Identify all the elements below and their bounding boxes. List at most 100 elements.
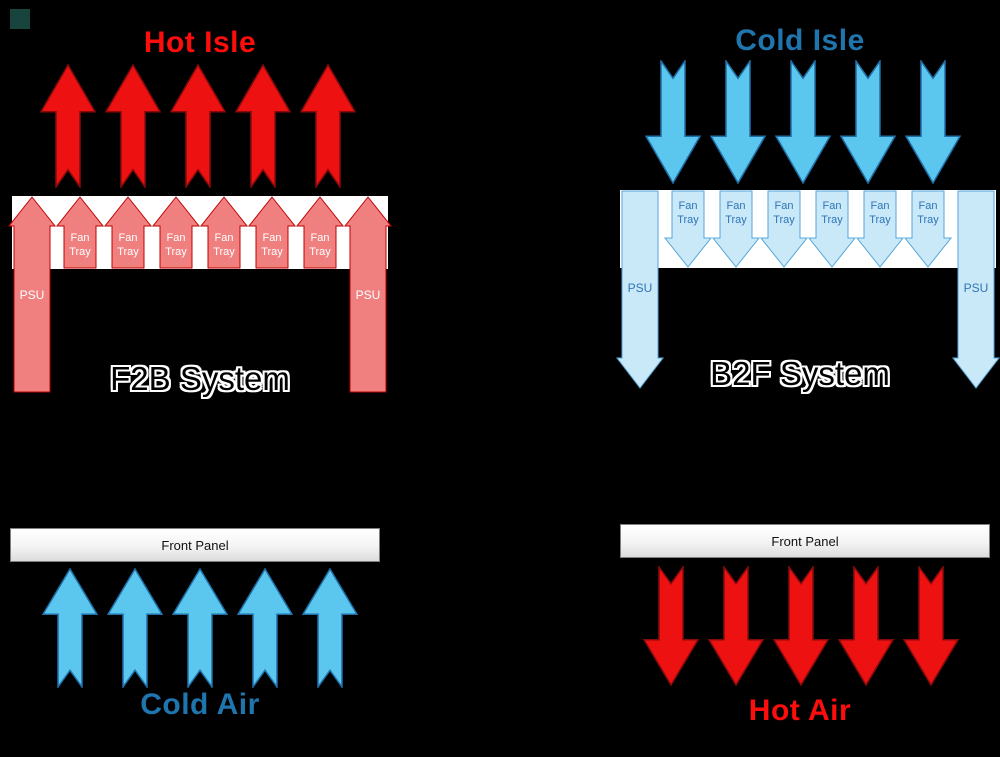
up-arrow-shape (170, 64, 226, 188)
up-arrow-shape (107, 568, 163, 688)
hot-air-label: Hot Air (748, 694, 852, 727)
cold-air-label: Cold Air (140, 688, 260, 721)
fan-tray-arrow (295, 196, 345, 269)
psu-arrow (343, 196, 392, 393)
fan-tray-label: Fan (919, 200, 938, 212)
down-arrow-icon (838, 566, 894, 686)
fan-tray-label: Tray (725, 214, 747, 226)
b2f-chassis-graphic: Fan Tray Fan Tray Fan Tray Fan Tray Fan … (616, 190, 1000, 389)
fan-tray-label: Tray (213, 246, 235, 258)
fan-tray-label: Fan (775, 200, 794, 212)
fan-tray-label: Tray (261, 246, 283, 258)
fan-tray-label: Tray (917, 214, 939, 226)
down-arrow-icon (775, 60, 831, 184)
fan-tray-label: Fan (215, 232, 234, 244)
fan-tray-label: Fan (727, 200, 746, 212)
hot-isle-label: Hot Isle (143, 26, 257, 59)
down-arrow-shape (838, 566, 894, 686)
cold-isle-arrows (645, 60, 961, 184)
fan-tray-label: Fan (823, 200, 842, 212)
down-arrow-shape (645, 60, 701, 184)
up-arrow-icon (40, 64, 96, 188)
down-arrow-shape (710, 60, 766, 184)
down-arrow-shape (773, 566, 829, 686)
psu-arrow (616, 190, 665, 389)
down-arrow-icon (905, 60, 961, 184)
f2b-chassis-graphic: Fan Tray Fan Tray Fan Tray Fan Tray Fan … (8, 196, 392, 393)
psu-arrow (951, 190, 1000, 389)
down-arrow-shape (643, 566, 699, 686)
up-arrow-icon (107, 568, 163, 688)
cold-air-arrows (42, 568, 358, 688)
up-arrow-icon (172, 568, 228, 688)
front-panel-right: Front Panel (620, 524, 990, 558)
up-arrow-icon (170, 64, 226, 188)
fan-tray-label: Tray (117, 246, 139, 258)
up-arrow-icon (237, 568, 293, 688)
fan-tray-label: Tray (869, 214, 891, 226)
b2f-system-label: B2F System (710, 355, 890, 392)
down-arrow-shape (708, 566, 764, 686)
psu-label: PSU (964, 281, 989, 295)
up-arrow-icon (300, 64, 356, 188)
down-arrow-icon (643, 566, 699, 686)
fan-tray-arrow (855, 190, 905, 268)
down-arrow-icon (645, 60, 701, 184)
f2b-chassis: Fan Tray Fan Tray Fan Tray Fan Tray Fan … (8, 196, 392, 393)
fan-tray-label: Tray (69, 246, 91, 258)
up-arrow-shape (105, 64, 161, 188)
up-arrow-shape (235, 64, 291, 188)
b2f-chassis: Fan Tray Fan Tray Fan Tray Fan Tray Fan … (616, 190, 1000, 390)
fan-tray-arrow (247, 196, 297, 269)
fan-tray-arrow (759, 190, 809, 268)
fan-tray-label: Fan (119, 232, 138, 244)
up-arrow-icon (302, 568, 358, 688)
up-arrow-shape (172, 568, 228, 688)
fan-tray-arrow (807, 190, 857, 268)
up-arrow-shape (237, 568, 293, 688)
down-arrow-shape (903, 566, 959, 686)
down-arrow-shape (775, 60, 831, 184)
fan-tray-label: Fan (311, 232, 330, 244)
fan-tray-arrow (711, 190, 761, 268)
hot-isle-arrows (40, 64, 356, 188)
corner-mark (10, 9, 30, 29)
down-arrow-icon (773, 566, 829, 686)
up-arrow-icon (42, 568, 98, 688)
down-arrow-icon (903, 566, 959, 686)
down-arrow-icon (710, 60, 766, 184)
fan-tray-arrow (199, 196, 249, 269)
down-arrow-icon (840, 60, 896, 184)
up-arrow-icon (105, 64, 161, 188)
fan-tray-label: Fan (167, 232, 186, 244)
down-arrow-shape (905, 60, 961, 184)
cold-isle-label: Cold Isle (735, 24, 865, 57)
up-arrow-shape (42, 568, 98, 688)
fan-tray-label: Tray (773, 214, 795, 226)
up-arrow-shape (40, 64, 96, 188)
fan-tray-label: Tray (821, 214, 843, 226)
front-panel-left: Front Panel (10, 528, 380, 562)
f2b-system-label: F2B System (110, 360, 290, 397)
psu-label: PSU (628, 281, 653, 295)
fan-tray-arrow (903, 190, 953, 268)
fan-tray-arrow (151, 196, 201, 269)
fan-tray-arrow (103, 196, 153, 269)
up-arrow-shape (302, 568, 358, 688)
hot-air-arrows (643, 566, 959, 686)
fan-tray-label: Tray (165, 246, 187, 258)
fan-tray-label: Tray (309, 246, 331, 258)
up-arrow-shape (300, 64, 356, 188)
down-arrow-icon (708, 566, 764, 686)
fan-tray-label: Fan (871, 200, 890, 212)
front-panel-label: Front Panel (771, 533, 839, 549)
fan-tray-label: Fan (71, 232, 90, 244)
front-panel-label: Front Panel (161, 537, 229, 553)
up-arrow-icon (235, 64, 291, 188)
psu-arrow (8, 196, 57, 393)
psu-label: PSU (356, 288, 381, 302)
fan-tray-label: Tray (677, 214, 699, 226)
fan-tray-label: Fan (263, 232, 282, 244)
down-arrow-shape (840, 60, 896, 184)
